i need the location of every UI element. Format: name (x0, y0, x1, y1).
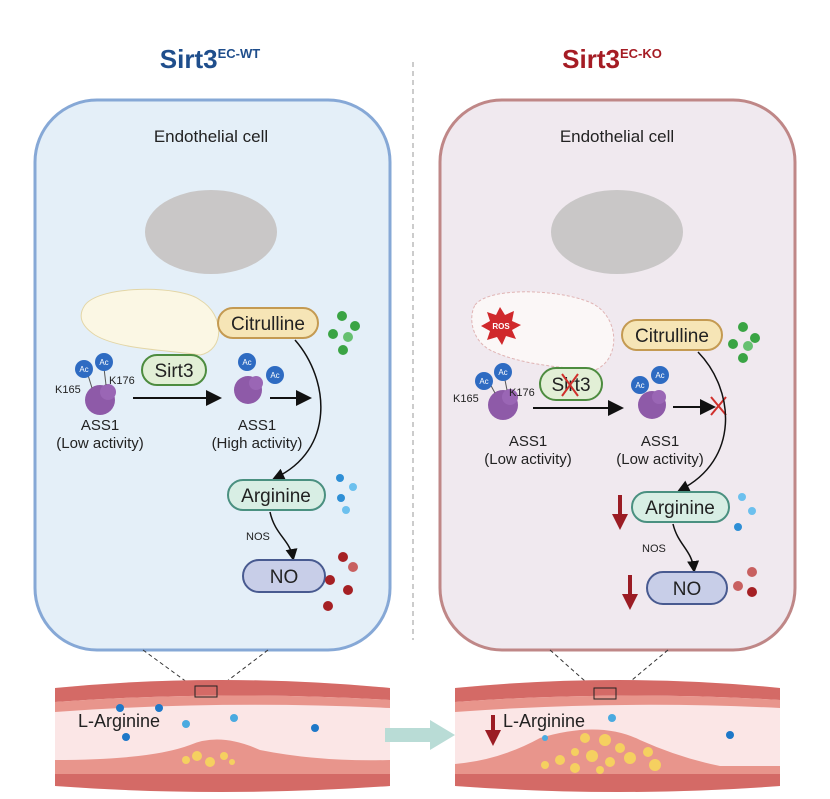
svg-text:Ac: Ac (270, 371, 279, 380)
svg-text:Ac: Ac (498, 368, 507, 377)
ass1-activity-label: (Low activity) (484, 451, 572, 468)
nos-arrow (269, 511, 298, 561)
l-arginine-molecules (542, 714, 734, 741)
no-molecules (733, 567, 757, 597)
svg-text:Arginine: Arginine (645, 498, 715, 519)
k176-label: K176 (509, 387, 535, 399)
svg-text:Ac: Ac (635, 381, 644, 390)
wt-blood-vessel: L-Arginine (55, 680, 390, 792)
citrulline-molecules (328, 311, 360, 355)
nucleus (551, 190, 683, 274)
wt-title: Sirt3EC-WT (160, 44, 260, 74)
nucleus (145, 190, 277, 274)
ass1-activity-label: (Low activity) (616, 451, 704, 468)
no-molecules (323, 552, 358, 611)
ros-burst-icon: ROS (481, 307, 521, 345)
no-pill: NO (242, 559, 326, 593)
arginine-pill: Arginine (631, 491, 730, 523)
citrulline-pill: Citrulline (217, 307, 319, 339)
ass1-protein-icon: Ac Ac (75, 353, 116, 415)
ass1-activity-label: (High activity) (212, 435, 303, 452)
k165-label: K165 (453, 393, 479, 405)
svg-text:ROS: ROS (492, 322, 510, 331)
svg-text:Ac: Ac (99, 358, 108, 367)
citrulline-molecules (728, 322, 760, 363)
ass1-label: ASS1 (509, 433, 547, 450)
arginine-molecules (734, 493, 756, 531)
ko-blood-vessel: L-Arginine (455, 680, 780, 792)
ass1-protein-icon: Ac Ac (234, 353, 284, 404)
nos-label: NOS (642, 543, 666, 555)
ko-title: Sirt3EC-KO (562, 44, 662, 74)
transition-arrow-icon (385, 720, 455, 750)
svg-text:Sirt3: Sirt3 (154, 361, 193, 382)
nos-label: NOS (246, 531, 270, 543)
l-arginine-molecules (116, 704, 319, 741)
mitochondrion-icon (80, 288, 220, 356)
svg-text:NO: NO (270, 567, 299, 588)
ass1-label: ASS1 (81, 417, 119, 434)
ko-endothelial-cell: Endothelial cell ROS Citrulline Sirt3 Ac… (438, 98, 797, 652)
svg-text:NO: NO (673, 579, 702, 600)
zoom-box (194, 685, 218, 698)
arginine-molecules (336, 474, 357, 514)
nos-arrow (672, 523, 700, 573)
citrulline-to-arginine-arrow (272, 339, 322, 480)
citrulline-to-arginine-arrow (677, 351, 727, 492)
no-pill: NO (646, 571, 728, 605)
k165-label: K165 (55, 384, 81, 396)
l-arginine-label: L-Arginine (78, 711, 160, 731)
svg-text:Ac: Ac (479, 377, 488, 386)
svg-text:Ac: Ac (79, 365, 88, 374)
ass1-label: ASS1 (238, 417, 276, 434)
cell-label: Endothelial cell (560, 127, 674, 146)
arginine-pill: Arginine (227, 479, 326, 511)
ass1-activity-label: (Low activity) (56, 435, 144, 452)
damaged-mitochondrion-icon (471, 291, 615, 371)
svg-text:Ac: Ac (655, 371, 664, 380)
ass1-label: ASS1 (641, 433, 679, 450)
zoom-box (593, 687, 617, 700)
citrulline-pill: Citrulline (621, 319, 723, 351)
sirt3-pill: Sirt3 (141, 354, 207, 386)
wt-endothelial-cell: Endothelial cell Citrulline Sirt3 Ac Ac … (33, 98, 392, 652)
ass1-protein-icon: Ac Ac (631, 366, 669, 419)
sirt3-pill-inhibited: Sirt3 (539, 367, 603, 401)
l-arginine-label: L-Arginine (503, 711, 585, 731)
ass1-protein-icon: Ac Ac (475, 363, 518, 420)
svg-text:Citrulline: Citrulline (635, 326, 709, 347)
svg-text:Citrulline: Citrulline (231, 314, 305, 335)
k176-label: K176 (109, 375, 135, 387)
cell-label: Endothelial cell (154, 127, 268, 146)
svg-text:Arginine: Arginine (241, 486, 311, 507)
svg-text:Ac: Ac (242, 358, 251, 367)
knockout-x-icon (561, 373, 579, 397)
